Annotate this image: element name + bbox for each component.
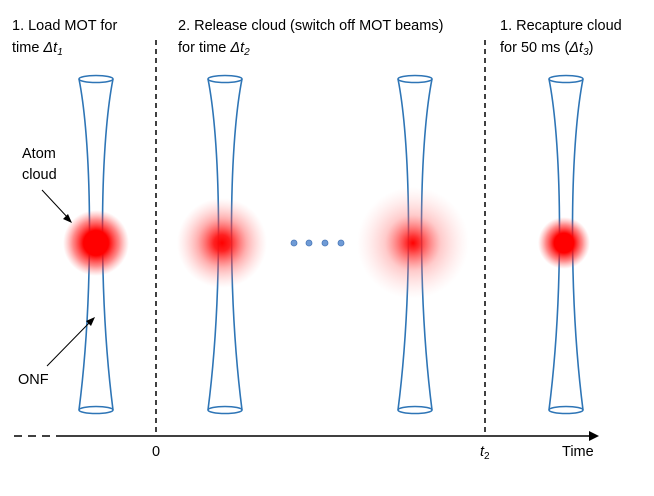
axis-t2-symbol: t — [480, 444, 485, 460]
phase-2-symbol: Δt — [230, 40, 245, 56]
axis-origin-label: 0 — [152, 444, 161, 460]
phase-1-line2-prefix: time — [12, 40, 44, 56]
atom-cloud-label-line1: Atom — [22, 146, 56, 162]
phase-3-line1: 1. Recapture cloud — [500, 18, 622, 34]
time-axis — [14, 431, 599, 441]
atom-cloud-expanding — [177, 198, 267, 288]
atom-cloud-recaptured — [538, 217, 590, 269]
phase-1-header: 1. Load MOT for time Δt1 — [12, 15, 117, 59]
axis-t2-label: t2 — [480, 443, 490, 462]
atom-cloud-arrow — [41, 189, 72, 223]
atom-cloud-label: Atom cloud — [22, 144, 57, 186]
phase-3-subscript: 3 — [583, 47, 589, 58]
atom-cloud-label-line2: cloud — [22, 167, 57, 183]
phase-2-line2-prefix: for time — [178, 40, 231, 56]
onf-arrow — [46, 317, 95, 367]
atom-cloud-expanded — [357, 187, 469, 299]
ellipsis-dots — [290, 239, 345, 247]
axis-time-label: Time — [562, 444, 594, 460]
phase-3-line2-suffix: ) — [588, 40, 594, 56]
phase-1-subscript: 1 — [57, 47, 63, 58]
atom-cloud-loaded — [63, 210, 129, 276]
phase-1-line1: 1. Load MOT for — [12, 18, 118, 34]
phase-3-header: 1. Recapture cloud for 50 ms (Δt3) — [500, 15, 622, 59]
phase-2-subscript: 2 — [244, 47, 250, 58]
phase-2-header: 2. Release cloud (switch off MOT beams) … — [178, 15, 443, 59]
axis-t2-subscript: 2 — [484, 451, 490, 462]
phase-2-line1: 2. Release cloud (switch off MOT beams) — [178, 18, 444, 34]
onf-label: ONF — [18, 372, 49, 388]
phase-3-line2-prefix: for 50 ms ( — [500, 40, 570, 56]
phase-1-symbol: Δt — [43, 40, 58, 56]
phase-3-symbol: Δt — [569, 40, 584, 56]
